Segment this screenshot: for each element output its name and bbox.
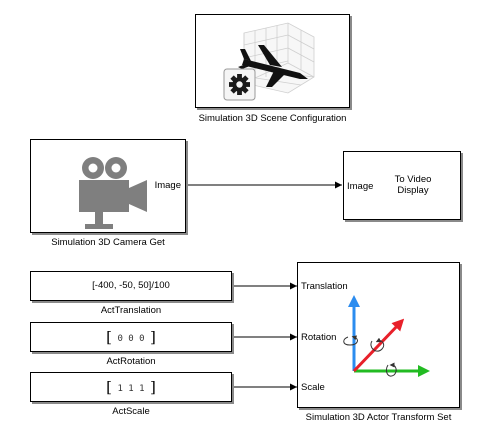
act-scale-matrix: [ 1 1 1 ] [106, 378, 156, 396]
video-display-block[interactable]: Image To Video Display [343, 151, 461, 220]
video-camera-icon [79, 157, 147, 229]
act-translation-block[interactable]: [-400, -50, 50]/100 [30, 271, 232, 301]
actor-transform-set-block[interactable]: Translation Rotation Scale [297, 262, 460, 408]
act-scale-value-1: 1 [117, 384, 123, 394]
act-translation-caption: ActTranslation [100, 305, 162, 316]
translation-input-port[interactable]: Translation [301, 281, 348, 292]
gear-plane-icon [223, 22, 315, 101]
actor-transform-set-caption: Simulation 3D Actor Transform Set [305, 412, 452, 423]
act-scale-block[interactable]: [ 1 1 1 ] [30, 372, 232, 402]
image-input-port[interactable]: Image [347, 181, 374, 192]
act-rotation-value-1: 0 [117, 334, 123, 344]
act-rotation-value-2: 0 [128, 334, 134, 344]
act-rotation-block[interactable]: [ 0 0 0 ] [30, 322, 232, 352]
act-rotation-matrix: [ 0 0 0 ] [106, 328, 156, 346]
act-rotation-caption: ActRotation [106, 356, 156, 367]
act-scale-caption: ActScale [112, 406, 150, 417]
act-translation-value: [-400, -50, 50]/100 [92, 280, 170, 291]
act-rotation-value-3: 0 [139, 334, 145, 344]
camera-get-caption: Simulation 3D Camera Get [51, 237, 165, 248]
camera-get-block[interactable]: Image [30, 139, 186, 233]
act-scale-value-3: 1 [139, 384, 145, 394]
scene-configuration-block[interactable] [195, 14, 350, 108]
act-scale-value-2: 1 [128, 384, 134, 394]
scene-configuration-caption: Simulation 3D Scene Configuration [198, 113, 347, 124]
rotation-input-port[interactable]: Rotation [301, 332, 337, 343]
image-output-port[interactable]: Image [154, 180, 181, 191]
video-display-label: To Video Display [394, 174, 432, 196]
scale-input-port[interactable]: Scale [301, 382, 325, 393]
axes-transform-icon [343, 295, 430, 377]
